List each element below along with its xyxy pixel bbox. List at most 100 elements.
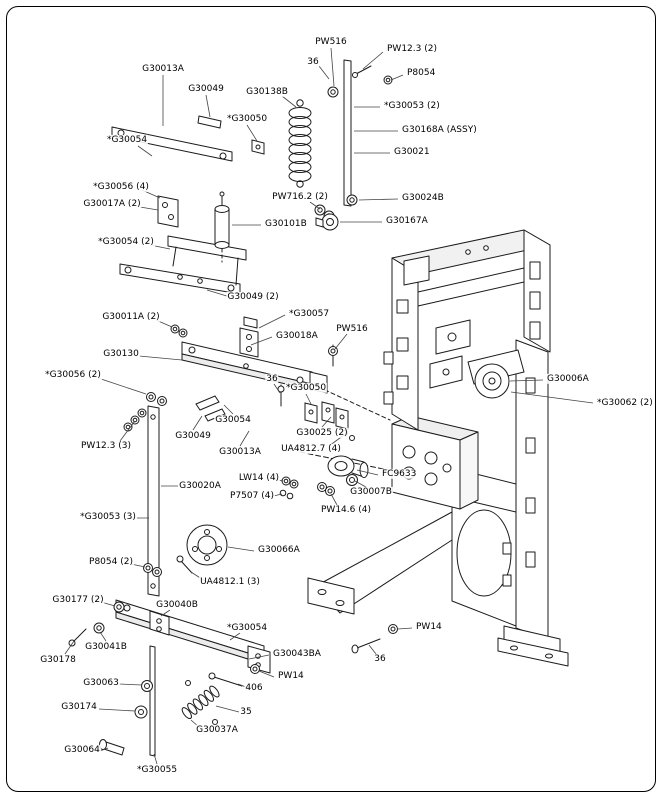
part-label: G30178	[39, 654, 77, 666]
leader-line	[250, 336, 273, 346]
part-label: G30013A	[141, 63, 185, 75]
lower-linkage	[115, 599, 271, 757]
leader-line	[205, 94, 211, 118]
leader-line	[273, 383, 281, 394]
part-label: G30040B	[155, 599, 199, 611]
leader-line	[321, 416, 332, 428]
part-label: PW516	[335, 323, 369, 335]
rod-g30020a	[147, 405, 160, 597]
part-label: G30037A	[195, 724, 239, 736]
part-label: *G30056 (4)	[92, 181, 150, 193]
part-label: G30130	[102, 348, 140, 360]
part-label: G30174	[60, 701, 98, 713]
part-label: UA4812.7 (4)	[280, 443, 342, 455]
part-label: 36	[373, 653, 387, 665]
leader-line	[229, 632, 241, 641]
leader-line	[64, 640, 75, 655]
leader-line	[138, 355, 183, 361]
leader-line	[192, 415, 203, 431]
leader-line	[258, 314, 286, 329]
part-label: 35	[239, 706, 253, 718]
part-label: *G30062 (2)	[596, 397, 654, 409]
leader-line	[354, 480, 367, 488]
leader-line	[246, 124, 258, 142]
pin-g30054	[195, 395, 220, 411]
part-label: G30013A	[218, 446, 262, 458]
leader-line	[281, 95, 297, 108]
part-label: *G30050	[284, 382, 328, 394]
part-label: G30049	[174, 430, 212, 442]
leader-line	[397, 627, 413, 630]
part-label: G30168A (ASSY)	[401, 124, 478, 136]
leader-line	[153, 753, 158, 765]
part-label: G30101B	[264, 218, 308, 230]
part-label: G30066A	[257, 544, 301, 556]
part-label: PW12.3 (3)	[80, 440, 132, 452]
part-label: *G30054	[225, 622, 269, 634]
leader-line	[118, 683, 143, 686]
part-label: 406	[244, 682, 264, 694]
part-label: G30025 (2)	[295, 427, 349, 439]
part-label: P8054	[406, 67, 437, 79]
leader-line	[223, 404, 234, 415]
leader-line	[309, 201, 321, 210]
part-label: G30041B	[84, 641, 128, 653]
part-label: G30017A (2)	[82, 198, 142, 210]
part-label: G30006A	[546, 373, 590, 385]
leader-line	[368, 644, 377, 655]
leader-line	[160, 609, 171, 617]
part-label: PW14	[415, 621, 443, 633]
leader-line	[99, 747, 109, 752]
part-label: PW12.3 (2)	[386, 43, 438, 55]
tension-spring	[288, 99, 312, 188]
part-label: *G30056 (2)	[44, 369, 102, 381]
part-label: LW14 (4)	[237, 472, 281, 484]
part-label: *G30054 (2)	[97, 236, 155, 248]
part-label: G30018A	[275, 330, 319, 342]
leader-line	[137, 145, 153, 157]
part-label: PW516	[314, 36, 348, 48]
leader-line	[215, 705, 240, 713]
part-label: G30007B	[349, 486, 393, 498]
leader-line	[334, 333, 348, 350]
leader-line	[330, 47, 335, 87]
part-label: G30049 (2)	[226, 291, 280, 303]
part-label: G30167A	[385, 215, 429, 227]
leader-line	[358, 198, 399, 201]
part-label: G30049	[187, 83, 225, 95]
part-label: PW716.2 (2)	[271, 191, 329, 203]
leader-line	[248, 654, 270, 660]
leader-line	[390, 74, 404, 81]
main-frame	[307, 229, 569, 667]
leader-lines	[64, 47, 594, 765]
part-label: PW14	[277, 670, 305, 682]
part-label: UA4812.1 (3)	[199, 576, 261, 588]
leader-line	[258, 670, 275, 678]
leader-line	[139, 206, 159, 211]
leader-line	[305, 393, 312, 405]
leader-line	[356, 469, 379, 476]
part-label: G30138B	[245, 86, 289, 98]
leader-line	[330, 493, 338, 506]
part-label: G30177 (2)	[51, 594, 105, 606]
part-label: G30021	[393, 146, 431, 158]
leader-line	[362, 51, 384, 70]
part-label: P7507 (4)	[229, 490, 275, 502]
part-label: G30064	[63, 744, 101, 756]
leader-line	[97, 377, 147, 395]
part-label: 36	[306, 56, 320, 68]
leader-line	[98, 708, 136, 712]
compression-spring	[181, 680, 220, 725]
rod-g30168a	[343, 59, 352, 207]
part-label: *G30050	[225, 113, 269, 125]
part-label: 36	[265, 373, 279, 385]
part-label: G30054	[214, 414, 252, 426]
part-label: P8054 (2)	[88, 556, 134, 568]
part-label: *G30057	[288, 308, 331, 320]
part-label: G30043BA	[272, 648, 322, 660]
part-label: G30020A	[178, 480, 222, 492]
part-label: *G30053 (3)	[79, 511, 137, 523]
part-label: G30011A (2)	[101, 311, 161, 323]
